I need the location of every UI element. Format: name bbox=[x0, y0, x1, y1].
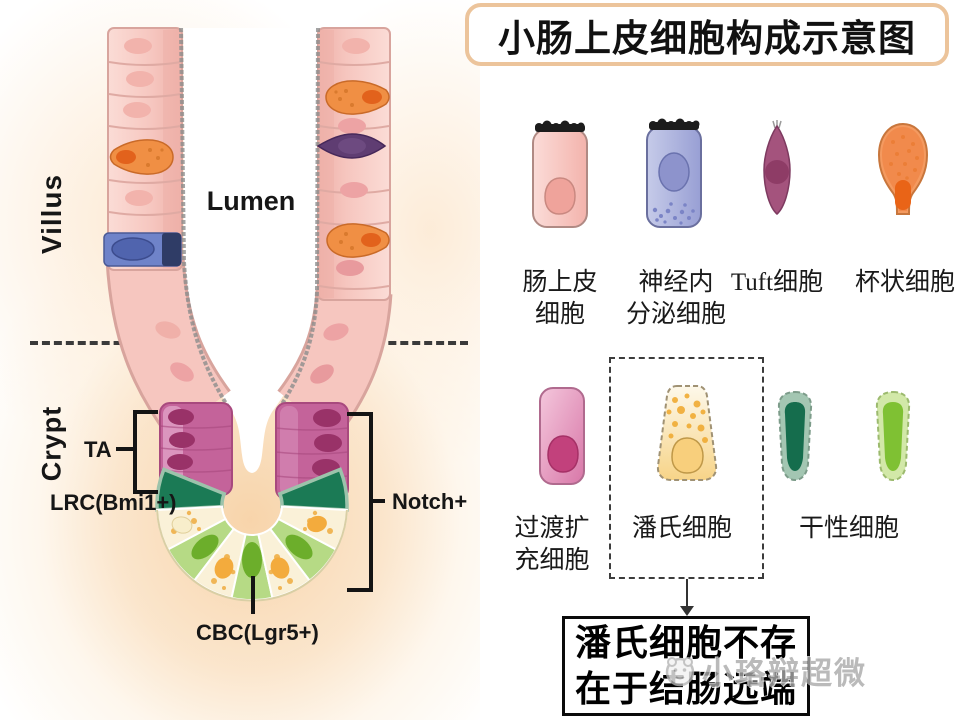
villus-crypt-illustration bbox=[103, 27, 393, 602]
paneth-label: 潘氏细胞 bbox=[631, 514, 732, 542]
stem-label: 干性细胞 bbox=[798, 514, 899, 542]
enterocyte-cell-figure bbox=[532, 120, 588, 228]
goblet-cell-in-villus-right-upper bbox=[325, 80, 390, 115]
paneth-note-line1: 潘氏细胞不存 bbox=[574, 622, 797, 663]
transit-amplifying-cell-figure bbox=[539, 387, 585, 485]
lumen-label: Lumen bbox=[206, 186, 296, 216]
stem-cell-dark-figure bbox=[777, 390, 813, 482]
villus-crypt-panel: Villus Lumen Crypt TA LRC(Bmi1+) Notch+ … bbox=[0, 0, 480, 720]
diagram-title: 小肠上皮细胞构成示意图 bbox=[498, 17, 916, 59]
goblet-label: 杯状细胞 bbox=[854, 268, 955, 296]
lrc-bmi1-label: LRC(Bmi1+) bbox=[50, 490, 177, 515]
goblet-cell-in-villus-right-lower bbox=[326, 223, 390, 258]
down-arrow-icon bbox=[680, 579, 694, 617]
crypt-base-cells bbox=[155, 467, 349, 602]
enterocyte-label: 肠上皮 细胞 bbox=[522, 268, 598, 328]
endocrine-cell-in-villus-left bbox=[103, 232, 182, 267]
tuft-cell-in-villus-right bbox=[316, 133, 387, 159]
crypt-label: Crypt bbox=[36, 405, 67, 482]
transit-amplifying-label: 过渡扩 充细胞 bbox=[514, 514, 590, 574]
lrc-cell-left bbox=[155, 467, 227, 512]
diagram-title-box: 小肠上皮细胞构成示意图 bbox=[465, 3, 949, 66]
notch-label: Notch+ bbox=[392, 489, 468, 514]
stem-cell-light-figure bbox=[875, 390, 911, 482]
goblet-cell-figure bbox=[877, 122, 929, 215]
cbc-lgr5-label: CBC(Lgr5+) bbox=[196, 620, 319, 645]
paneth-highlight-dashed-box bbox=[609, 357, 764, 579]
tuft-cell-figure bbox=[763, 120, 791, 215]
goblet-cell-in-villus-left bbox=[109, 139, 174, 175]
lrc-cell-right bbox=[277, 467, 349, 512]
ta-bracket bbox=[133, 410, 158, 494]
tuft-label: Tuft细胞 bbox=[730, 268, 824, 296]
villus-wall-right bbox=[317, 27, 391, 301]
ta-label: TA bbox=[84, 437, 112, 462]
villus-label: Villus bbox=[36, 173, 67, 255]
cbc-pointer-line bbox=[251, 576, 255, 614]
paneth-note-box: 潘氏细胞不存 在于结肠远端 bbox=[562, 616, 810, 716]
ta-pointer-line bbox=[116, 447, 133, 451]
enteroendocrine-cell-figure bbox=[646, 118, 702, 228]
notch-pointer-line bbox=[369, 499, 385, 503]
ta-cells-left bbox=[159, 402, 233, 496]
enteroendocrine-label: 神经内 分泌细胞 bbox=[625, 268, 726, 328]
paneth-note-line2: 在于结肠远端 bbox=[574, 668, 797, 709]
lumen-region bbox=[184, 28, 317, 473]
paneth-cell-figure bbox=[656, 385, 718, 481]
